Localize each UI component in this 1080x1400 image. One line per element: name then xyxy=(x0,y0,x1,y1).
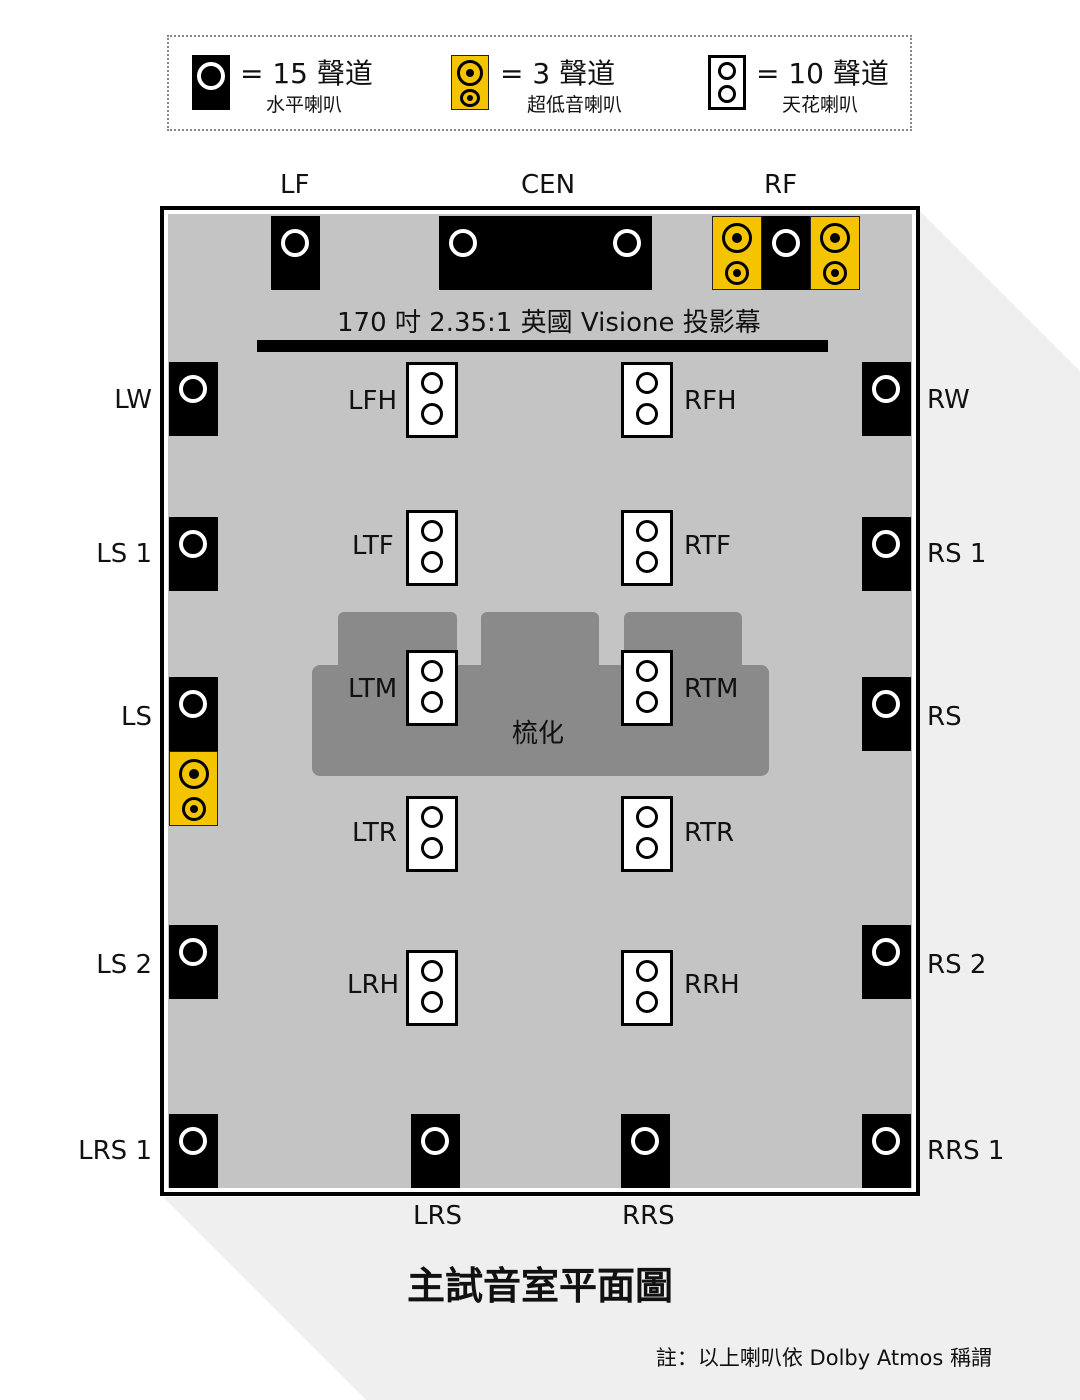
lfh-speaker xyxy=(406,362,458,438)
label-rs1: RS 1 xyxy=(927,539,987,569)
label-rtr: RTR xyxy=(684,818,735,848)
legend-sub-count: = 3 聲道 xyxy=(500,57,616,90)
label-lrh: LRH xyxy=(347,970,400,1000)
ltr-speaker xyxy=(406,796,458,872)
label-ltm: LTM xyxy=(348,674,398,704)
rs1-speaker xyxy=(862,517,911,591)
label-cen: CEN xyxy=(521,170,576,200)
label-ltr: LTR xyxy=(352,818,397,848)
rs-speaker xyxy=(862,677,911,751)
label-rf: RF xyxy=(764,170,798,200)
legend-front-count: = 15 聲道 xyxy=(240,57,373,90)
label-rtm: RTM xyxy=(684,674,739,704)
rf-subwoofer-left xyxy=(712,216,762,290)
rw-speaker xyxy=(862,362,911,436)
label-lfh: LFH xyxy=(348,386,397,416)
label-rw: RW xyxy=(927,385,970,415)
label-lrs: LRS xyxy=(413,1201,463,1231)
label-rs2: RS 2 xyxy=(927,950,987,980)
legend-front-desc: 水平喇叭 xyxy=(266,94,343,116)
ls2-speaker xyxy=(169,925,218,999)
page-title: 主試音室平面圖 xyxy=(406,1264,673,1308)
label-rrs1: RRS 1 xyxy=(927,1136,1005,1166)
ltf-speaker xyxy=(406,510,458,586)
rf-subwoofer-right xyxy=(810,216,860,290)
label-lw: LW xyxy=(114,385,152,415)
lrh-speaker xyxy=(406,950,458,1026)
legend-ceiling-speaker-icon xyxy=(708,55,746,110)
rs2-speaker xyxy=(862,925,911,999)
sofa-base xyxy=(312,665,769,776)
rtr-speaker xyxy=(621,796,673,872)
label-rfh: RFH xyxy=(684,386,737,416)
rrs1-speaker xyxy=(862,1114,911,1188)
screen-label: 170 吋 2.35:1 英國 Visione 投影幕 xyxy=(337,308,761,338)
label-rtf: RTF xyxy=(684,531,732,561)
ltm-speaker xyxy=(406,650,458,726)
lw-speaker xyxy=(169,362,218,436)
rrh-speaker xyxy=(621,950,673,1026)
ls-subwoofer xyxy=(169,751,218,826)
rfh-speaker xyxy=(621,362,673,438)
ls1-speaker xyxy=(169,517,218,591)
label-ls: LS xyxy=(121,702,152,732)
legend-sub-speaker-icon xyxy=(451,55,489,110)
rrs-speaker xyxy=(621,1114,670,1188)
label-ls1: LS 1 xyxy=(96,539,152,569)
label-ls2: LS 2 xyxy=(96,950,152,980)
footnote: 註：以上喇叭依 Dolby Atmos 稱謂 xyxy=(655,1346,992,1370)
label-lrs1: LRS 1 xyxy=(78,1136,152,1166)
rtf-speaker xyxy=(621,510,673,586)
label-ltf: LTF xyxy=(352,531,394,561)
label-lf: LF xyxy=(280,170,310,200)
lrs1-speaker xyxy=(169,1114,218,1188)
legend-sub-desc: 超低音喇叭 xyxy=(527,94,623,116)
projection-screen xyxy=(257,340,828,352)
legend-ceiling-desc: 天花喇叭 xyxy=(782,94,859,116)
label-rs: RS xyxy=(927,702,962,732)
legend-ceiling-count: = 10 聲道 xyxy=(756,57,889,90)
lrs-speaker xyxy=(411,1114,460,1188)
sofa-seat-center xyxy=(481,612,599,682)
label-rrh: RRH xyxy=(684,970,740,1000)
legend-front-speaker-icon xyxy=(192,55,230,110)
lf-speaker xyxy=(271,216,320,290)
ls-speaker xyxy=(169,677,218,751)
label-rrs: RRS xyxy=(622,1201,675,1231)
rtm-speaker xyxy=(621,650,673,726)
rf-speaker xyxy=(762,216,810,290)
legend-box xyxy=(167,35,912,131)
cen-speaker xyxy=(439,216,652,290)
sofa-label: 梳化 xyxy=(512,719,565,749)
